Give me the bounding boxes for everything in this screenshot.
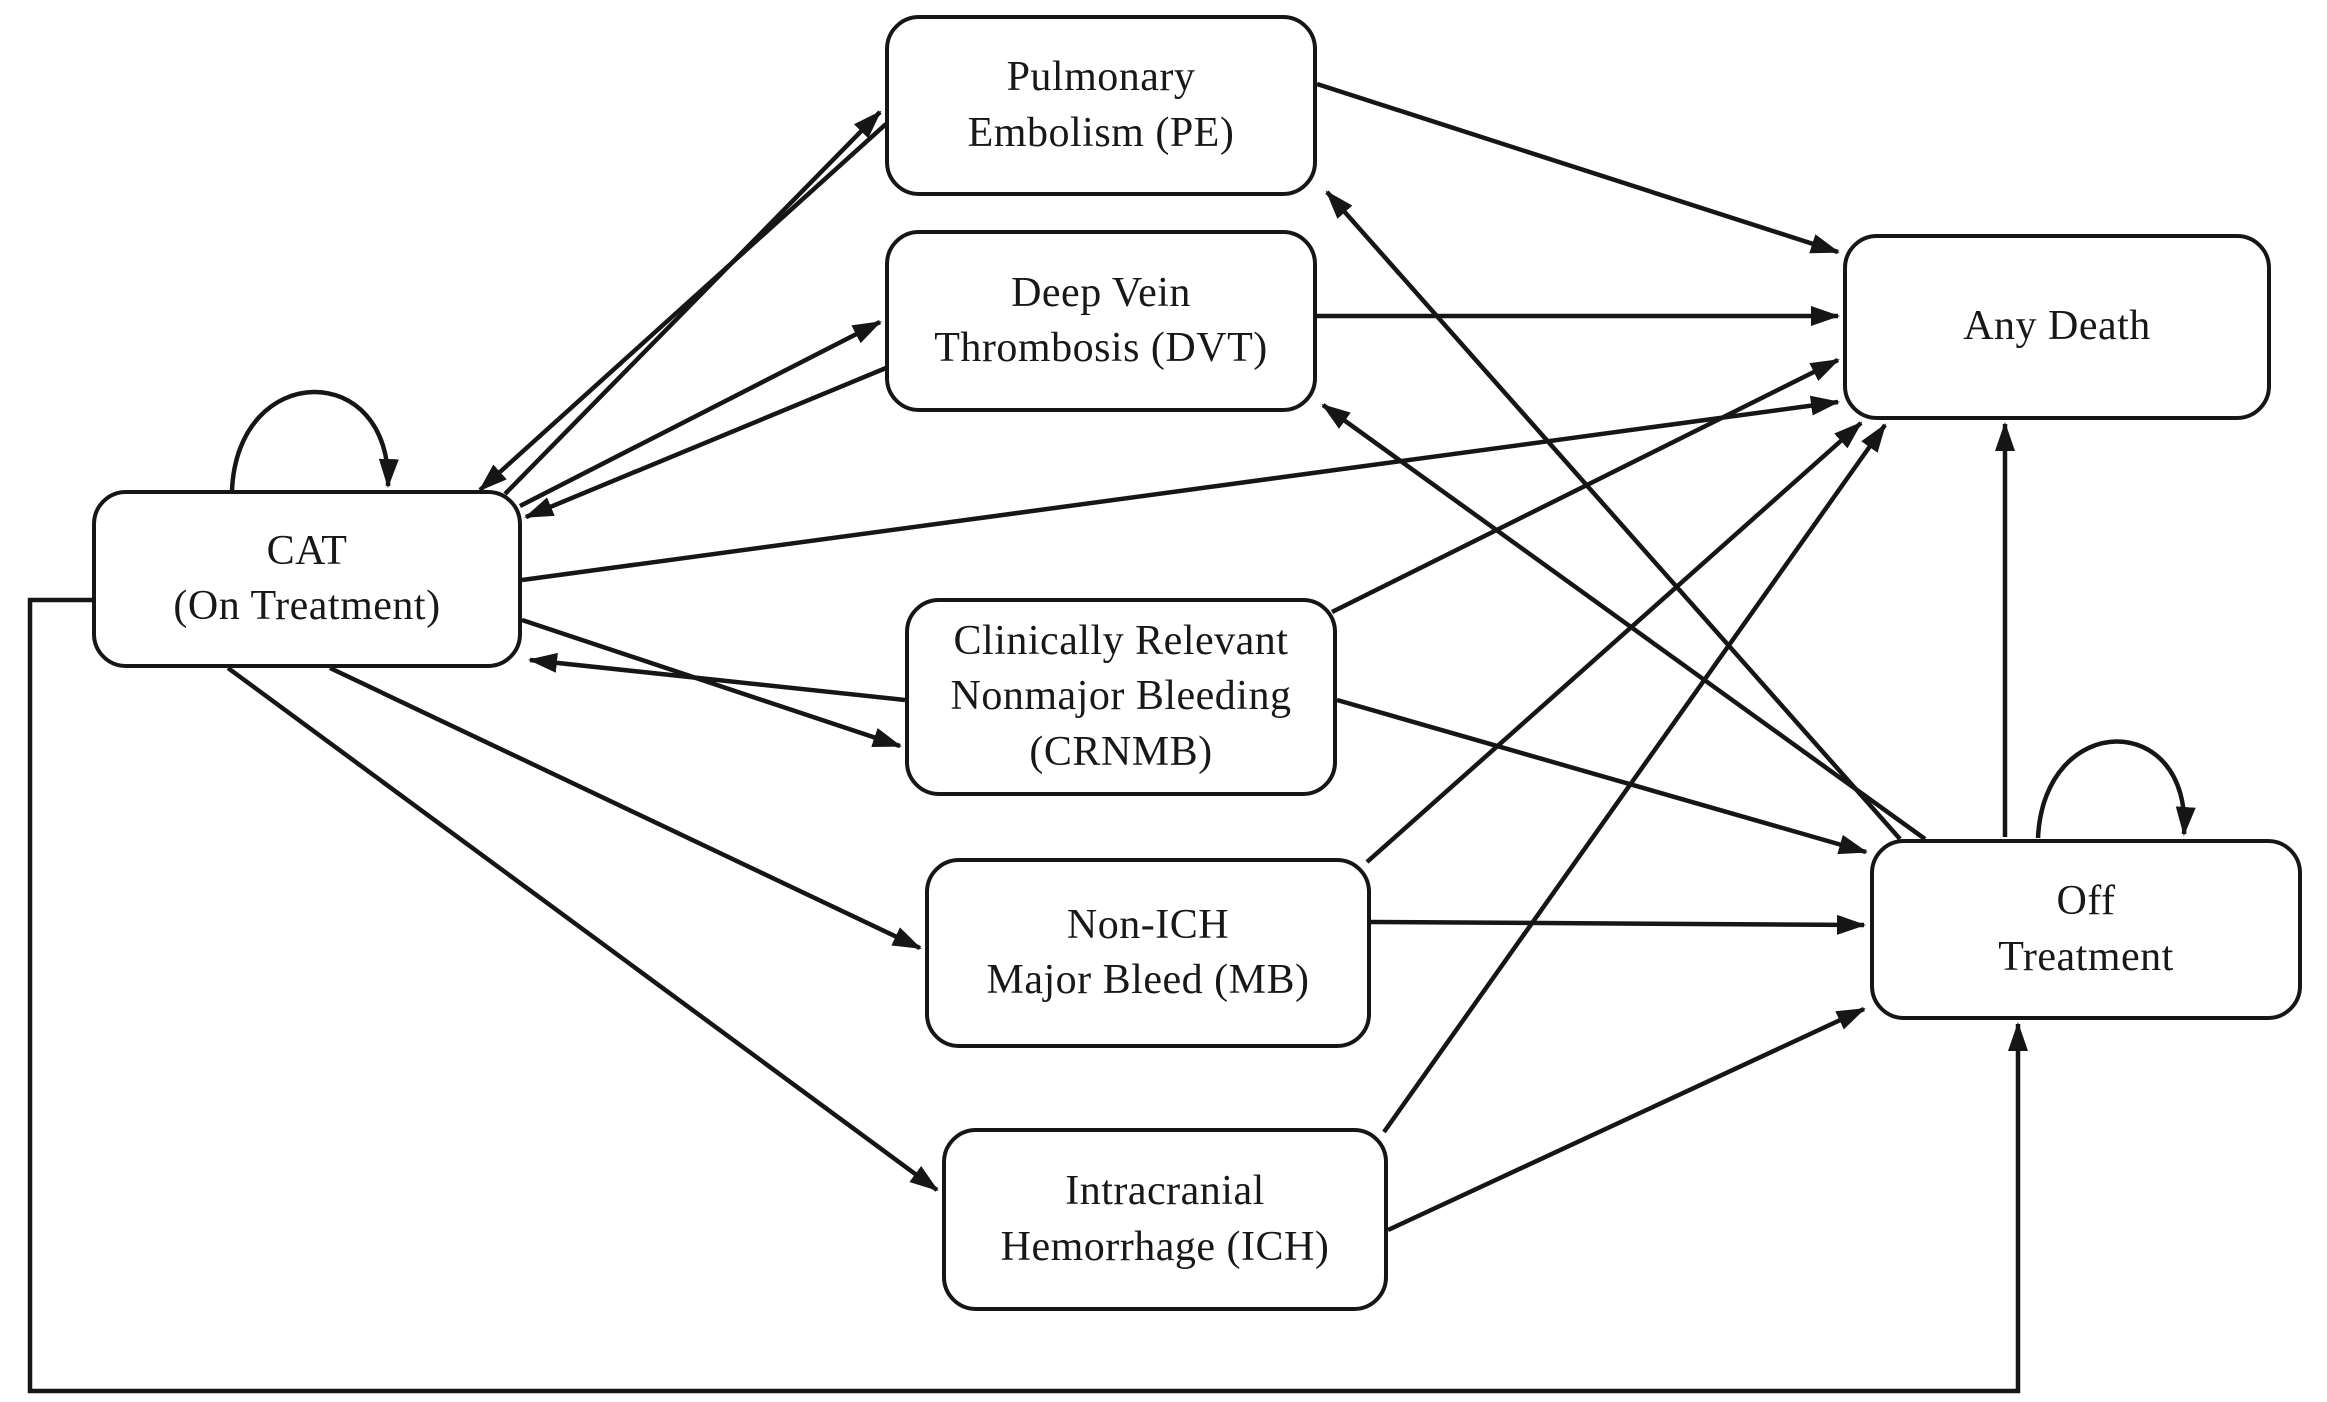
node-cat-on-treatment-label-line1: CAT <box>266 527 348 574</box>
node-crnmb: Clinically Relevant Nonmajor Bleeding (C… <box>905 598 1337 796</box>
edge-cat-to-dvt-arrow <box>518 319 882 509</box>
edge-cat-to-ich-arrow <box>226 666 939 1192</box>
edge-cat-to-off_treatment-arrow <box>27 597 2028 1394</box>
edge-mb-to-any_death-arrow <box>1365 421 1863 864</box>
node-deep-vein-thrombosis-label-line1: Deep Vein <box>1011 269 1191 316</box>
node-intracranial-hemorrhage-label-line1: Intracranial <box>1065 1168 1265 1215</box>
edge-cat-to-cat-arrow <box>229 389 399 491</box>
edge-off_treatment-to-pe-arrow <box>1325 190 1902 841</box>
edge-ich-to-off_treatment-arrow <box>1387 1006 1866 1233</box>
edge-pe-to-cat-arrow <box>478 122 888 492</box>
edge-ich-to-any_death-arrow <box>1382 423 1887 1134</box>
node-crnmb-label-line3: (CRNMB) <box>1029 728 1213 775</box>
edge-off_treatment-to-off_treatment-arrow <box>2035 739 2196 839</box>
edge-crnmb-to-cat-arrow <box>528 652 906 703</box>
node-intracranial-hemorrhage: Intracranial Hemorrhage (ICH) <box>942 1128 1388 1311</box>
node-pulmonary-embolism-label-line2: Embolism (PE) <box>967 109 1235 156</box>
node-crnmb-label-line1: Clinically Relevant <box>953 617 1289 664</box>
edge-cat-to-any_death-arrow <box>521 395 1840 583</box>
node-deep-vein-thrombosis: Deep Vein Thrombosis (DVT) <box>885 230 1317 412</box>
node-off-treatment: Off Treatment <box>1870 839 2302 1020</box>
edge-crnmb-to-off_treatment-arrow <box>1336 697 1868 855</box>
node-non-ich-major-bleed-label-line1: Non-ICH <box>1066 901 1230 948</box>
node-pulmonary-embolism-label-line1: Pulmonary <box>1006 54 1196 101</box>
node-intracranial-hemorrhage-label-line2: Hemorrhage (ICH) <box>1000 1223 1330 1270</box>
node-deep-vein-thrombosis-label-line2: Thrombosis (DVT) <box>934 325 1268 371</box>
node-any-death-label: Any Death <box>1963 303 2151 350</box>
node-pulmonary-embolism: Pulmonary Embolism (PE) <box>885 15 1317 196</box>
edge-cat-to-crnmb-arrow <box>521 617 902 749</box>
node-non-ich-major-bleed-label-line2: Major Bleed (MB) <box>986 957 1310 1003</box>
node-cat-on-treatment-label-line2: (On Treatment) <box>173 583 441 629</box>
edge-mb-to-off_treatment-arrow <box>1370 914 1866 935</box>
edge-cat-to-pe-arrow <box>503 110 882 496</box>
node-any-death: Any Death <box>1843 234 2271 420</box>
node-non-ich-major-bleed: Non-ICH Major Bleed (MB) <box>925 858 1371 1048</box>
edge-cat-to-mb-arrow <box>329 665 922 951</box>
edge-off_treatment-to-dvt-arrow <box>1321 403 1927 841</box>
node-off-treatment-label-line1: Off <box>2056 878 2116 925</box>
edge-pe-to-any_death-arrow <box>1316 81 1840 255</box>
node-crnmb-label-line2: Nonmajor Bleeding <box>950 673 1292 720</box>
edge-dvt-to-cat-arrow <box>524 365 887 520</box>
node-off-treatment-label-line2: Treatment <box>1998 933 2174 980</box>
node-cat-on-treatment: CAT (On Treatment) <box>92 490 522 668</box>
